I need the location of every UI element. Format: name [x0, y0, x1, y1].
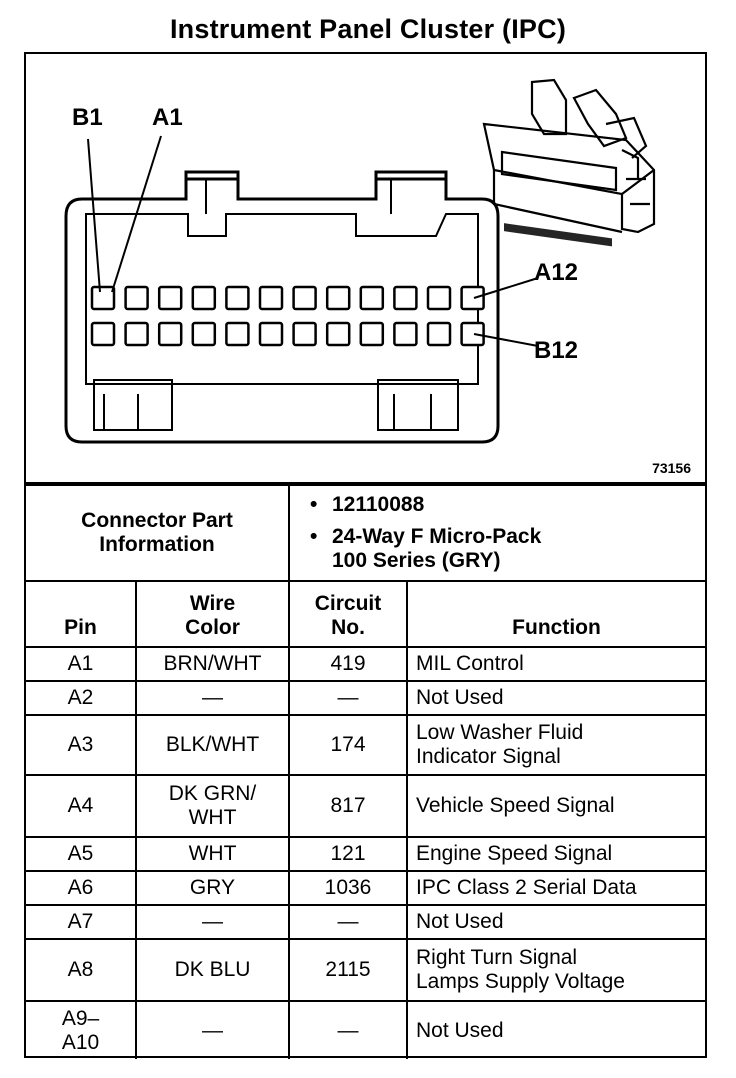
pin-cavity [359, 321, 385, 347]
pin-cavity [124, 285, 149, 311]
pin-cavity [225, 285, 250, 311]
pin-cavities [90, 285, 485, 347]
page-title: Instrument Panel Cluster (IPC) [169, 14, 567, 44]
header-function: Function [405, 580, 706, 648]
pin-cavity [258, 285, 284, 311]
table-row: A5 WHT 121 Engine Speed Signal [26, 836, 706, 872]
pin-cavity [292, 285, 317, 311]
table-row: A4 DK GRN/WHT 817 Vehicle Speed Signal [26, 774, 706, 838]
pin-cavity [191, 285, 217, 311]
pin-cavity [124, 321, 149, 347]
connector-info-label: Connector Part Information [26, 484, 290, 582]
pinout-table: Connector Part Information •12110088 •24… [26, 484, 706, 1059]
pin-cavity [393, 321, 418, 347]
table-row: A1 BRN/WHT 419 MIL Control [26, 646, 706, 682]
pin-cavity [393, 285, 418, 311]
pin-cavity [258, 321, 284, 347]
pin-cavity [191, 321, 217, 347]
table-row: A6 GRY 1036 IPC Class 2 Serial Data [26, 870, 706, 906]
pin-cavity [90, 321, 116, 347]
pin-cavity [359, 285, 385, 311]
pin-label-a12: A12 [534, 259, 579, 286]
pin-cavity [460, 285, 485, 311]
pin-label-a1: A1 [152, 104, 183, 131]
pin-cavity [90, 285, 116, 311]
table-row: A9–A10 — — Not Used [26, 1000, 706, 1059]
part-number: 12110088 [332, 493, 425, 516]
connector-description: 24-Way F Micro-Pack [332, 525, 542, 548]
connector-diagram: B1 A1 A12 B12 73156 [26, 54, 705, 484]
table-row: A2 — — Not Used [26, 680, 706, 716]
figure-number: 73156 [652, 460, 691, 476]
connector-drawing [64, 78, 656, 444]
pin-label-b12: B12 [534, 337, 579, 364]
pin-cavity [325, 285, 351, 311]
pin-cavity [157, 321, 183, 347]
pin-cavity [460, 321, 485, 347]
header-pin: Pin [26, 580, 137, 648]
pin-cavity [225, 321, 250, 347]
pin-cavity [426, 285, 452, 311]
pin-cavity [426, 321, 452, 347]
pin-cavity [292, 321, 317, 347]
pin-cavity [325, 321, 351, 347]
table-row: A7 — — Not Used [26, 904, 706, 940]
connector-info-row: Connector Part Information •12110088 •24… [26, 484, 706, 582]
pin-label-b1: B1 [72, 104, 103, 131]
pin-cavity [157, 285, 183, 311]
document-frame: B1 A1 A12 B12 73156 Connector Part Infor… [24, 52, 707, 1059]
